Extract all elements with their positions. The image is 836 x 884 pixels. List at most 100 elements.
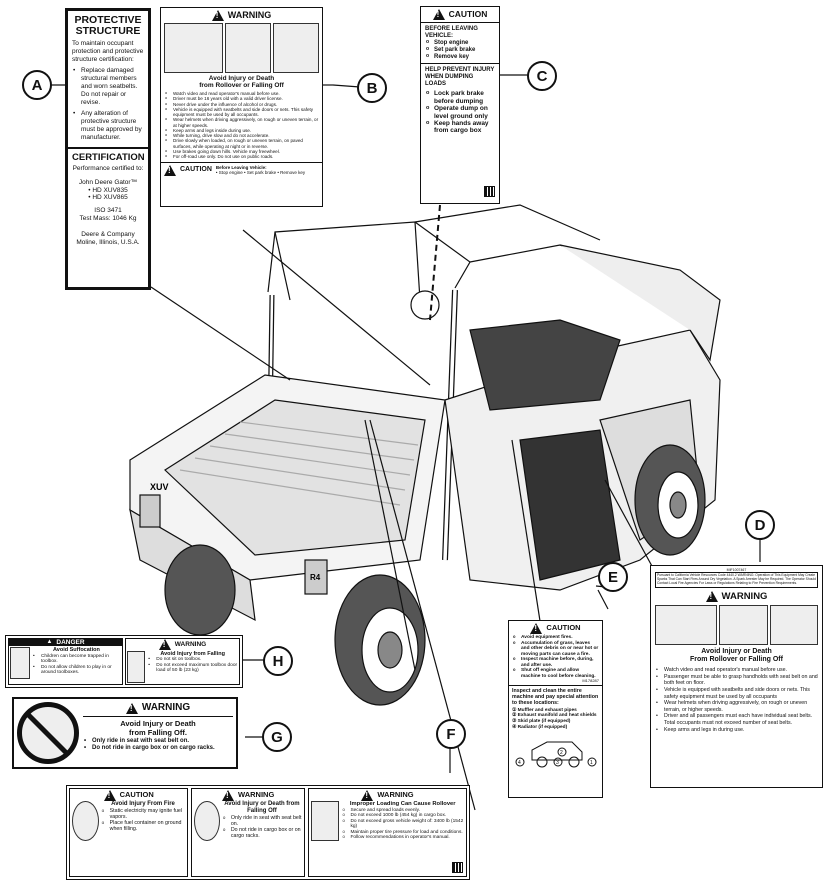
- callout-c: C: [527, 61, 557, 91]
- label-d-item: Keep arms and legs in during use.: [656, 727, 818, 734]
- svg-text:2: 2: [560, 750, 563, 756]
- warning-triangle-icon: [361, 790, 374, 801]
- callout-e: E: [598, 562, 628, 592]
- label-d-title: Avoid Injury or Death: [701, 647, 772, 655]
- label-f-warn1-item: Do not ride in cargo box or on cargo rac…: [223, 827, 302, 839]
- label-c-item-2: Lock park brake before dumping: [426, 90, 495, 105]
- caution-triangle-icon: [103, 790, 116, 801]
- danger-title: Avoid Suffocation: [53, 647, 100, 654]
- cert-model: • HD XUV865: [88, 194, 128, 202]
- label-e-location: ② Exhaust manifold and heat shields: [512, 713, 597, 719]
- vehicle-diagram-icon: 4 3 2 1: [512, 732, 599, 770]
- label-e-code: M178287: [582, 678, 599, 684]
- label-c-item: Stop engine: [426, 40, 495, 47]
- label-b-item: Watch video and read operator's manual b…: [165, 91, 319, 96]
- warn-title: Avoid Injury from Falling: [160, 651, 225, 657]
- label-b-item: For off-road use only. Do not use on pub…: [165, 154, 319, 159]
- danger-header: DANGER: [56, 639, 85, 646]
- label-f-warn2-title: Improper Loading Can Cause Rollover: [349, 801, 456, 807]
- label-b-footer-title: Before Leaving Vehicle:: [215, 164, 267, 170]
- label-d-item: Wear helmets when driving aggressively, …: [656, 700, 818, 713]
- callout-h: H: [263, 646, 293, 676]
- label-f-cargo-labels: CAUTION Avoid Injury From Fire Static el…: [66, 785, 470, 880]
- caution-triangle-icon: [530, 623, 543, 634]
- svg-text:4: 4: [518, 760, 521, 766]
- label-g-header: WARNING: [141, 702, 191, 713]
- label-e-title: Inspect and clean the entire machine and…: [512, 687, 599, 706]
- label-f-warn2-item: Secure and spread loads evenly.: [342, 808, 464, 814]
- rollover-pictogram-icon: [164, 23, 224, 73]
- label-e-item: Inspect machine before, during, and afte…: [513, 657, 599, 668]
- rear-badge: R4: [310, 573, 321, 582]
- label-f-warn2-header: WARNING: [377, 790, 414, 800]
- label-e-header: CAUTION: [546, 623, 581, 633]
- label-f-warn2-item: Maintain proper tire pressure for load a…: [342, 830, 464, 836]
- label-c-header: CAUTION: [448, 8, 488, 19]
- cert-intro: Performance certified to:: [72, 164, 144, 172]
- falling-pictogram-icon: [127, 651, 146, 683]
- label-g-subtitle: from Falling Off.: [129, 728, 187, 737]
- label-b-footer-item: Remove key: [280, 170, 306, 176]
- label-f-warn2-item: Follow recommendations in operator's man…: [342, 835, 464, 841]
- protective-structure-title: PROTECTIVE STRUCTURE: [74, 14, 142, 38]
- label-b-item: Driver must be 16 years old with a valid…: [165, 96, 319, 101]
- label-b-item: While turning, drive slow and do not acc…: [165, 133, 319, 138]
- label-f-warn1-item: Only ride in seat with seat belt on.: [223, 815, 302, 827]
- label-c-item: Remove key: [426, 54, 495, 61]
- cert-city: Moline, Illinois, U.S.A.: [76, 238, 140, 246]
- label-b-item: Vehicle is equipped with seatbelts and s…: [165, 107, 319, 118]
- label-c-item: Set park brake: [426, 47, 495, 54]
- no-riders-in-cargo-icon: [17, 702, 79, 764]
- label-c-title-2: HELP PREVENT INJURY WHEN DUMPING LOADS: [425, 67, 495, 88]
- no-riders-pictogram-icon: [194, 801, 220, 841]
- label-d-subtitle: From Rollover or Falling Off: [690, 656, 783, 664]
- cert-brand: John Deere Gator™: [78, 178, 138, 186]
- label-b-subtitle: from Rollover or Falling Off: [199, 82, 284, 90]
- callout-d: D: [745, 510, 775, 540]
- label-c-item-2: Operate dump on level ground only: [426, 105, 495, 120]
- label-f-warn2-item: Do not exceed gross vehicle weight of: 3…: [342, 819, 464, 830]
- label-f-caution-item: Static electricity may ignite fuel vapor…: [102, 808, 186, 820]
- callout-b: B: [357, 73, 387, 103]
- label-f-warn1-header: WARNING: [238, 790, 275, 800]
- cert-company: Deere & Company: [81, 230, 135, 238]
- callout-f: F: [436, 719, 466, 749]
- label-g-title: Avoid Injury or Death: [120, 719, 196, 728]
- label-b-item: Keep arms and legs inside during use.: [165, 128, 319, 133]
- warning-triangle-icon: [705, 591, 718, 603]
- cert-iso: ISO 3471: [94, 207, 122, 215]
- label-e-location: ① Muffler and exhaust pipes: [512, 707, 577, 713]
- label-b-item: Wear helmets when driving aggressively, …: [165, 117, 319, 128]
- warn-item: Do not sit on toolbox.: [148, 657, 238, 663]
- label-f-caution-item: Place fuel container on ground when fill…: [102, 820, 186, 832]
- label-e-fire-caution: CAUTION Avoid equipment fires. Accumulat…: [508, 620, 603, 798]
- helmet-pictogram-icon: [769, 604, 818, 645]
- qr-code-icon: [452, 862, 463, 873]
- side-badge: XUV: [150, 482, 169, 492]
- svg-text:1: 1: [590, 760, 593, 766]
- label-b-title: Avoid Injury or Death: [208, 75, 275, 82]
- label-g-item: Only ride in seat with seat belt on.: [84, 738, 233, 745]
- label-d-rollover-warning: MIF1007467 Pursuant to California Vehicl…: [650, 565, 823, 788]
- label-c-title: BEFORE LEAVING VEHICLE:: [425, 26, 478, 39]
- svg-text:3: 3: [556, 760, 559, 766]
- label-e-item: Shut off engine and allow machine to coo…: [513, 668, 599, 679]
- label-h-toolbox: ▲DANGER Avoid Suffocation Children can b…: [5, 635, 243, 688]
- warning-triangle-icon: [125, 702, 138, 714]
- label-c-item-2: Keep hands away from cargo box: [426, 120, 495, 135]
- label-b-header: WARNING: [227, 10, 272, 21]
- label-b-item: Use brakes going down hills. Vehicle may…: [165, 149, 319, 154]
- seatbelt-pictogram-icon: [225, 23, 272, 73]
- callout-g: G: [262, 722, 292, 752]
- label-f-warn2-item: Do not exceed 1000 lb (454 kg) in cargo …: [342, 813, 464, 819]
- label-b-item: Never drive under the influence of alcoh…: [165, 102, 319, 107]
- label-d-item: Driver and all passengers must each have…: [656, 713, 818, 726]
- label-b-footer-item: Set park brake: [246, 170, 277, 176]
- certification-title: CERTIFICATION: [72, 151, 145, 163]
- label-f-warn1-title: Avoid Injury or Death from Falling Off: [224, 801, 300, 814]
- label-d-item: Watch video and read operator's manual b…: [656, 667, 818, 674]
- rollover-load-pictogram-icon: [311, 801, 340, 841]
- label-b-footer-header: CAUTION: [180, 166, 212, 174]
- label-d-item: Vehicle is equipped with seatbelts and s…: [656, 687, 818, 700]
